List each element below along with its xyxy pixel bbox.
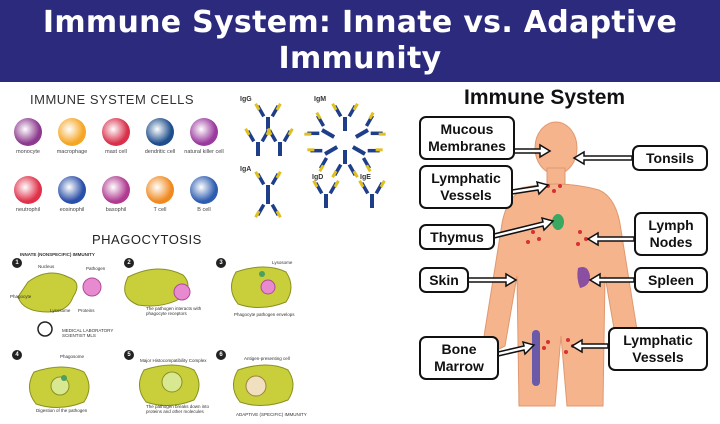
igd-label: IgD (312, 174, 324, 181)
immune-cell: basophil (94, 176, 138, 213)
step-2-badge: 2 (124, 258, 134, 268)
cell-icon (102, 118, 130, 146)
mls-logo-icon (37, 321, 53, 337)
cells-heading: IMMUNE SYSTEM CELLS (30, 92, 195, 107)
immune-cell: T cell (138, 176, 182, 213)
igm-label: IgM (314, 96, 327, 103)
lymphatic-vessels-bottom-callout: Lymphatic Vessels (608, 327, 708, 371)
phagosome-label: Phagosome (60, 354, 85, 359)
pathogen-label: Pathogen (86, 266, 106, 271)
immune-cell: mast cell (94, 118, 138, 155)
cell-label: B cell (197, 207, 211, 213)
spleen-callout: Spleen (634, 267, 708, 293)
vacuole-step4 (50, 376, 70, 396)
step-3-badge: 3 (216, 258, 226, 268)
title-line-2: Immunity (278, 41, 442, 76)
tonsils-callout: Tonsils (632, 145, 708, 171)
phagocytosis-diagram (17, 266, 294, 408)
igg-label: IgG (240, 96, 252, 103)
lymphatic-vessels-top-callout: Lymphatic Vessels (419, 165, 513, 209)
cell-icon (146, 176, 174, 204)
immune-cell: natural killer cell (182, 118, 226, 155)
phagocyte-label: Phagocyte (10, 294, 32, 299)
title-banner: Immune System: Innate vs. Adaptive Immun… (0, 0, 720, 82)
immune-cell: monocyte (6, 118, 50, 155)
phagocytosis-heading: PHAGOCYTOSIS (92, 232, 202, 247)
step-3-caption: Phagocyte pathogen envelops (234, 312, 295, 317)
cell-icon (190, 118, 218, 146)
cell-label: neutrophil (15, 207, 41, 213)
immune-system-heading: Immune System (464, 86, 626, 109)
title-line-1: Immune System: Innate vs. Adaptive (42, 5, 678, 40)
lysosome-step3-label: Lysosome (272, 260, 293, 265)
mucous-membranes-callout: Mucous Membranes (419, 116, 515, 160)
skin-callout: Skin (419, 267, 469, 293)
step-1-badge: 1 (12, 258, 22, 268)
cell-icon (58, 176, 86, 204)
cell-label: natural killer cell (184, 149, 224, 155)
mucous-arrow (511, 143, 552, 159)
bone-marrow-callout: Bone Marrow (419, 336, 499, 380)
cell-icon (14, 118, 42, 146)
proteins-label: Proteins (78, 308, 95, 313)
cell-icon (146, 118, 174, 146)
cell-label: macrophage (56, 149, 88, 155)
step-5-caption: The pathogen breaks down into proteins a… (146, 404, 210, 414)
pathogen-step3 (260, 279, 276, 295)
vacuole-step5 (161, 371, 183, 393)
iga-label: IgA (240, 166, 252, 173)
cell-icon (14, 176, 42, 204)
phagocyte-step1 (17, 272, 78, 313)
step-6-badge: 6 (216, 350, 226, 360)
cell-label: eosinophil (59, 207, 85, 213)
apc-label: Antigen-presenting cell (244, 356, 290, 361)
pathogen-step1 (82, 277, 102, 297)
cell-label: basophil (105, 207, 127, 213)
step-2-caption: The pathogen interacts with phagocyte re… (146, 306, 202, 316)
immune-cell: macrophage (50, 118, 94, 155)
thymus-callout: Thymus (419, 224, 495, 250)
immune-cell: eosinophil (50, 176, 94, 213)
thymus-arrow (493, 216, 555, 239)
step-6-caption: ADAPTIVE (SPECIFIC) IMMUNITY (236, 412, 307, 417)
lysosome-label: Lysosome (50, 308, 71, 313)
spleen-arrow (588, 272, 635, 288)
cell-icon (102, 176, 130, 204)
mhc-label: Major Histocompatibility Complex (140, 358, 207, 363)
lymph-node-dots (526, 184, 588, 354)
step-4-caption: Digestion of the pathogen (36, 408, 88, 413)
cell-icon (58, 118, 86, 146)
thymus-organ (552, 214, 564, 230)
tonsils-arrow (572, 150, 633, 166)
lymph-nodes-arrow (586, 231, 635, 247)
step-4-badge: 4 (12, 350, 22, 360)
pathogen-step2 (173, 283, 191, 301)
lymphatic-bottom-arrow (570, 338, 609, 354)
body-diagram (467, 121, 639, 407)
bone-marrow-organ (532, 330, 540, 386)
spleen-organ (577, 267, 590, 288)
nucleus-label: Nucleus (38, 264, 55, 269)
cell-label: T cell (153, 207, 167, 213)
immune-cell: dendritic cell (138, 118, 182, 155)
cell-label: mast cell (105, 149, 127, 155)
bone-marrow-arrow (497, 340, 536, 357)
step-5-badge: 5 (124, 350, 134, 360)
immune-cell: neutrophil (6, 176, 50, 213)
left-panel: IMMUNE SYSTEM CELLS monocyte macrophage ma… (0, 82, 408, 424)
cell-label: dendritic cell (144, 149, 176, 155)
mls-logo-text: MEDICAL LABORATORY SCIENTIST MLS (62, 328, 114, 338)
ige-label: IgE (360, 174, 371, 181)
skin-arrow (467, 272, 518, 288)
page-title: Immune System: Innate vs. Adaptive Immun… (43, 5, 677, 77)
lymphatic-top-arrow (511, 180, 550, 196)
innate-subtitle: INNATE (NONSPECIFIC) IMMUNITY (20, 252, 95, 257)
right-panel: Immune System Mucous Membr (408, 82, 720, 424)
lymph-nodes-callout: Lymph Nodes (634, 212, 708, 256)
cell-icon (190, 176, 218, 204)
immune-cell: B cell (182, 176, 226, 213)
cell-label: monocyte (16, 149, 40, 155)
